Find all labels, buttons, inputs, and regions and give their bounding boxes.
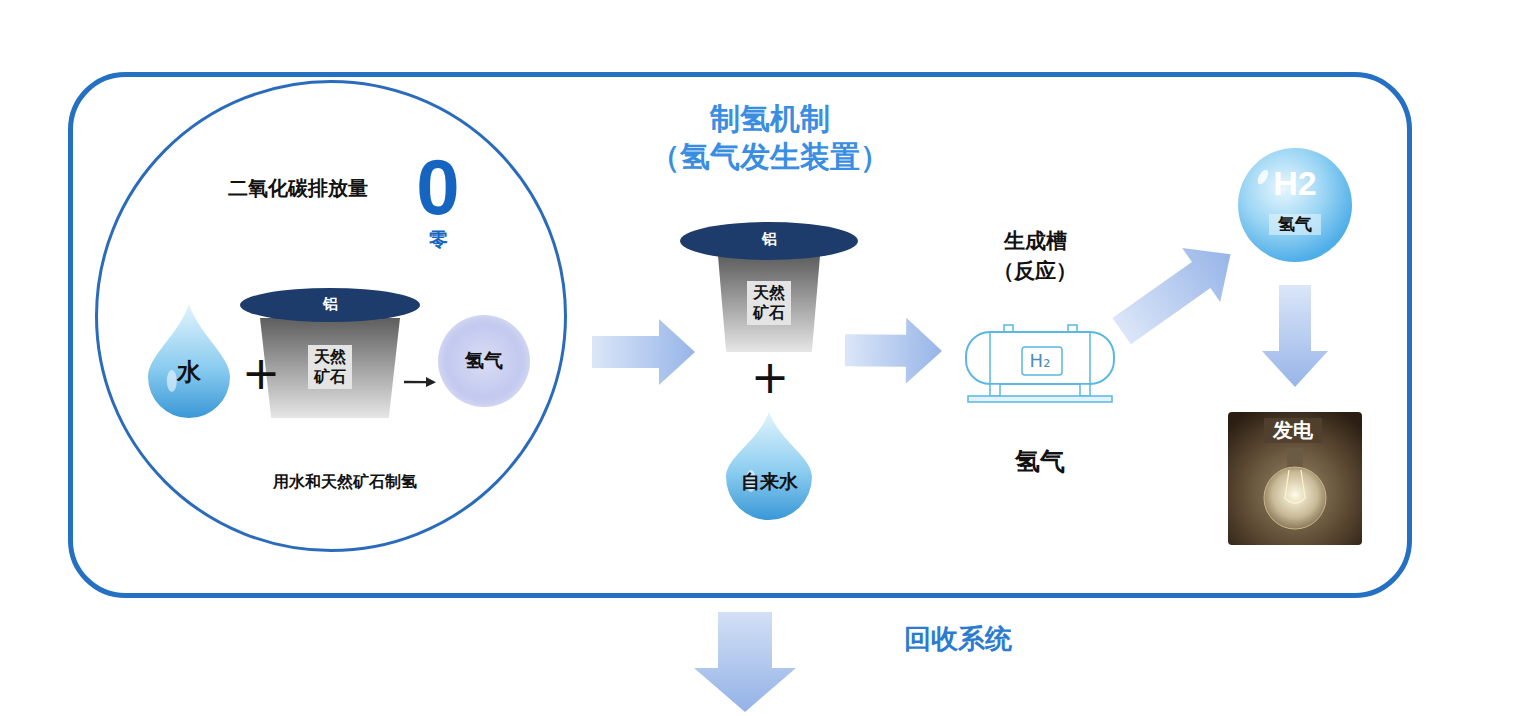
flow-arrow	[845, 318, 942, 384]
flow-arrow	[1112, 248, 1230, 344]
aluminum-label: 铝	[739, 230, 799, 249]
flow-arrow	[1262, 285, 1328, 387]
tank-heading: 生成槽 （反应）	[970, 226, 1100, 286]
tank-symbol: H₂	[1015, 350, 1065, 373]
hydrogen-label: 氢气	[452, 349, 516, 373]
ball-body	[1238, 148, 1352, 262]
ore-block: 天然 矿石	[260, 318, 400, 418]
h2-label: 氢气	[1269, 214, 1321, 235]
lamp-backdrop	[1228, 412, 1362, 545]
lamp-filament	[1285, 470, 1305, 503]
bubble-body	[438, 315, 530, 407]
water-drop: 水	[146, 302, 232, 420]
water-label: 水	[159, 357, 219, 387]
zero-number: 0	[398, 148, 478, 226]
tank-body	[966, 332, 1114, 384]
tank-base	[968, 396, 1112, 402]
circle-border	[97, 82, 566, 551]
flow-arrow	[592, 319, 695, 385]
rounded-panel: 制氢机制 （氢气发生装置）二氧化碳排放量0零用水和天然矿石制氢水铝天然 矿石氢气…	[68, 72, 1412, 598]
drop-body	[726, 412, 812, 520]
ore-body	[718, 256, 820, 352]
drop-highlight	[167, 370, 177, 392]
disc-body	[680, 222, 858, 260]
tank-caption: 氢气	[1005, 446, 1075, 477]
tap-water-label: 自来水	[727, 470, 811, 494]
zero-emission-circle: 二氧化碳排放量0零用水和天然矿石制氢 水 铝天然 矿石 氢气	[95, 80, 567, 552]
lamp-bulb	[1264, 467, 1326, 529]
tank-seam	[989, 333, 991, 383]
h2-symbol: H2	[1250, 162, 1340, 205]
aluminum-disc: 铝	[680, 222, 858, 260]
panel-border	[71, 75, 1410, 596]
ore-label: 天然 矿石	[308, 345, 352, 389]
recovery-label: 回收系统	[873, 622, 1043, 656]
ball-highlight	[1256, 168, 1271, 186]
emission-label: 二氧化碳排放量	[188, 176, 408, 201]
plus-sign: +	[748, 354, 792, 400]
circle-caption: 用水和天然矿石制氢	[215, 472, 475, 492]
power-label: 发电	[1264, 418, 1322, 443]
reaction-tank: 生成槽 （反应）H₂氢气	[960, 322, 1120, 408]
tank-leg	[1080, 384, 1090, 396]
tank-seam	[1089, 333, 1091, 383]
zero-word: 零	[416, 228, 460, 252]
aluminum-disc: 铝	[240, 288, 420, 322]
tank-leg	[990, 384, 1000, 396]
tap-water-drop: 自来水	[724, 410, 814, 522]
disc-body	[240, 288, 420, 322]
ore-label: 天然 矿石	[747, 281, 791, 325]
aluminum-label: 铝	[300, 295, 360, 314]
panel-heading: 制氢机制 （氢气发生装置）	[605, 100, 935, 176]
down-arrow	[694, 612, 796, 712]
drop-body	[148, 304, 230, 418]
reaction-arrow	[404, 377, 436, 387]
ore-body	[260, 318, 400, 418]
tap-water-drop-outline	[724, 410, 814, 522]
hydrogen-bubble: 氢气	[438, 315, 530, 407]
h2-ball: H2 氢气	[1237, 147, 1353, 263]
plus-sign: +	[239, 350, 283, 396]
power-lamp: 发电	[1228, 412, 1362, 545]
ore-block: 天然 矿石	[718, 256, 820, 352]
